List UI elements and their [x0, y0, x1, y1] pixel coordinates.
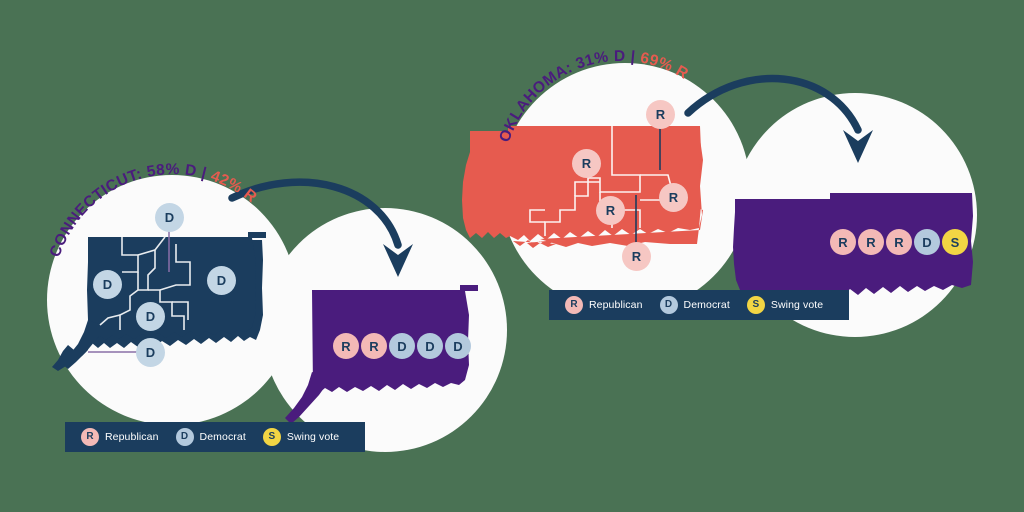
connecticut-rep-share: 42% R: [208, 167, 259, 206]
connecticut-southwest-tail: [62, 320, 104, 369]
connecticut-dem-share: 58% D: [145, 161, 197, 181]
connecticut-title-state: CONNECTICUT:: [47, 164, 149, 259]
oklahoma-dem-share: 31% D: [574, 48, 626, 73]
connecticut-legend-label-republican: Republican: [105, 431, 159, 443]
connecticut-transform-arrow: [228, 178, 413, 277]
connecticut-legend-item-democrat: D Democrat: [175, 428, 246, 446]
swing-badge-symbol: S: [268, 431, 276, 442]
democrat-badge-icon: D: [175, 428, 194, 446]
oklahoma-marker-2-label: R: [581, 156, 592, 171]
connecticut-marker-5[interactable]: D: [136, 338, 165, 367]
oklahoma-result-panhandle: [735, 199, 833, 230]
connecticut-marker-4-label: D: [145, 309, 156, 324]
democrat-badge-symbol: D: [664, 299, 673, 310]
connecticut-district-3[interactable]: D: [389, 333, 415, 359]
oklahoma-marker-4[interactable]: R: [659, 183, 688, 212]
connecticut-marker-5-label: D: [145, 345, 156, 360]
oklahoma-marker-5[interactable]: R: [622, 242, 651, 271]
connecticut-district-boundaries: [99, 236, 191, 330]
swing-badge-icon: S: [746, 296, 765, 314]
connecticut-district-5-label: D: [453, 338, 463, 354]
connecticut-district-1-label: R: [341, 338, 351, 354]
connecticut-marker-3-label: D: [216, 273, 227, 288]
oklahoma-marker-5-label: R: [631, 249, 642, 264]
oklahoma-legend: R Republican D Democrat S Swing vote: [549, 290, 849, 320]
swing-badge-icon: S: [262, 428, 281, 446]
oklahoma-state-map-body: [462, 126, 701, 241]
connecticut-title: CONNECTICUT: 58% D | 42% R: [47, 161, 260, 259]
connecticut-marker-1-label: D: [164, 210, 175, 225]
connecticut-legend-item-republican: R Republican: [81, 428, 159, 446]
democrat-badge-icon: D: [659, 296, 678, 314]
oklahoma-district-2-label: R: [866, 234, 876, 250]
republican-badge-icon: R: [81, 428, 99, 446]
oklahoma-district-badges: R R R D S: [830, 229, 968, 255]
republican-badge-icon: R: [565, 296, 583, 314]
oklahoma-title: OKLAHOMA: 31% D | 69% R: [496, 48, 691, 145]
oklahoma-title-state: OKLAHOMA:: [496, 57, 579, 144]
oklahoma-district-4-label: D: [922, 234, 932, 250]
connecticut-legend-label-democrat: Democrat: [199, 431, 246, 443]
oklahoma-marker-3-label: R: [605, 203, 616, 218]
connecticut-marker-4[interactable]: D: [136, 302, 165, 331]
connecticut-title-text: CONNECTICUT: 58% D | 42% R: [47, 161, 260, 259]
connecticut-marker-1[interactable]: D: [155, 203, 184, 232]
connecticut-title-separator: |: [195, 164, 213, 184]
oklahoma-legend-label-democrat: Democrat: [683, 299, 730, 311]
connecticut-marker-2[interactable]: D: [93, 270, 122, 299]
oklahoma-marker-1[interactable]: R: [646, 100, 675, 129]
oklahoma-title-text: OKLAHOMA: 31% D | 69% R: [496, 48, 691, 145]
oklahoma-panhandle: [470, 131, 512, 166]
connecticut-legend: R Republican D Democrat S Swing vote: [65, 422, 365, 452]
oklahoma-legend-item-swing: S Swing vote: [746, 296, 824, 314]
oklahoma-marker-1-label: R: [655, 107, 666, 122]
oklahoma-district-5-label: S: [950, 234, 960, 250]
oklahoma-marker-2[interactable]: R: [572, 149, 601, 178]
connecticut-district-2-label: R: [369, 338, 379, 354]
oklahoma-title-separator: |: [625, 48, 641, 66]
swing-badge-symbol: S: [752, 299, 760, 310]
connecticut-legend-item-swing: S Swing vote: [262, 428, 340, 446]
oklahoma-legend-item-republican: R Republican: [565, 296, 643, 314]
oklahoma-legend-item-democrat: D Democrat: [659, 296, 730, 314]
oklahoma-district-1[interactable]: R: [830, 229, 856, 255]
oklahoma-legend-label-swing: Swing vote: [770, 299, 824, 311]
oklahoma-district-2[interactable]: R: [858, 229, 884, 255]
oklahoma-rep-share: 69% R: [639, 50, 691, 83]
connecticut-district-3-label: D: [397, 338, 407, 354]
connecticut-district-badges: R R D D D: [333, 333, 471, 359]
connecticut-marker-2-label: D: [102, 277, 113, 292]
oklahoma-district-3[interactable]: R: [886, 229, 912, 255]
oklahoma-district-1-label: R: [838, 234, 848, 250]
connecticut-district-4-label: D: [425, 338, 435, 354]
oklahoma-transform-arrow: [684, 74, 873, 163]
oklahoma-district-3-label: R: [894, 234, 904, 250]
republican-badge-symbol: R: [86, 431, 94, 442]
connecticut-marker-3[interactable]: D: [207, 266, 236, 295]
connecticut-district-4[interactable]: D: [417, 333, 443, 359]
oklahoma-district-5[interactable]: S: [942, 229, 968, 255]
democrat-badge-symbol: D: [180, 431, 189, 442]
oklahoma-marker-3[interactable]: R: [596, 196, 625, 225]
connecticut-legend-label-swing: Swing vote: [286, 431, 340, 443]
republican-badge-symbol: R: [570, 299, 578, 310]
connecticut-district-5[interactable]: D: [445, 333, 471, 359]
connecticut-district-2[interactable]: R: [361, 333, 387, 359]
connecticut-result-tail: [285, 372, 329, 424]
connecticut-state-body: [88, 232, 266, 341]
oklahoma-district-4[interactable]: D: [914, 229, 940, 255]
connecticut-district-1[interactable]: R: [333, 333, 359, 359]
oklahoma-legend-label-republican: Republican: [589, 299, 643, 311]
oklahoma-marker-4-label: R: [668, 190, 679, 205]
